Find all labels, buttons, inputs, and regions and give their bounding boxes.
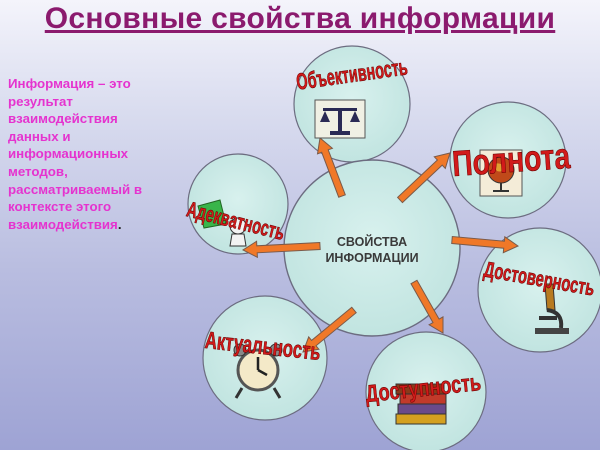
label-completeness: Полнота bbox=[451, 135, 572, 184]
definition-period: . bbox=[117, 216, 122, 232]
satellite-circle-reliability bbox=[477, 227, 600, 353]
definition-text: Информация – это результат взаимодействи… bbox=[8, 75, 168, 233]
arrow-to-completeness bbox=[396, 152, 451, 204]
page-title: Основные свойства информации bbox=[44, 2, 556, 35]
center-label-line2: ИНФОРМАЦИИ bbox=[325, 251, 418, 265]
scales-icon bbox=[314, 99, 366, 139]
definition-body: Информация – это результат взаимодействи… bbox=[8, 76, 143, 232]
arrow-to-objectivity bbox=[316, 137, 346, 198]
alarm-clock-icon bbox=[233, 343, 283, 399]
arrow-to-reliability bbox=[451, 235, 520, 254]
books-icon bbox=[395, 383, 447, 425]
chalkboard-icon bbox=[197, 199, 247, 247]
arrow-to-accessibility bbox=[410, 279, 444, 334]
arrow-to-relevance bbox=[302, 306, 357, 353]
globe-icon bbox=[479, 149, 523, 197]
arrow-to-adequacy bbox=[241, 240, 321, 259]
center-label-line1: СВОЙСТВА bbox=[337, 234, 407, 249]
satellite-circle-adequacy bbox=[187, 153, 289, 255]
microscope-icon bbox=[535, 283, 569, 334]
arrows-group bbox=[241, 137, 520, 353]
